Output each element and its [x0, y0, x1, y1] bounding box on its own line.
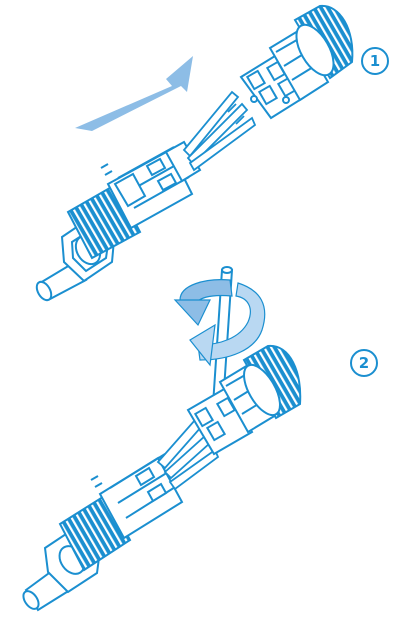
step-2-number: 2	[359, 354, 369, 372]
step-2-badge: 2	[350, 349, 378, 377]
step-1-number: 1	[370, 52, 380, 70]
conductor-wires	[184, 92, 255, 170]
step-2-illustration	[20, 267, 300, 612]
push-arrow-icon	[75, 56, 193, 131]
step-1-badge: 1	[361, 47, 389, 75]
step-1-illustration	[34, 6, 353, 303]
